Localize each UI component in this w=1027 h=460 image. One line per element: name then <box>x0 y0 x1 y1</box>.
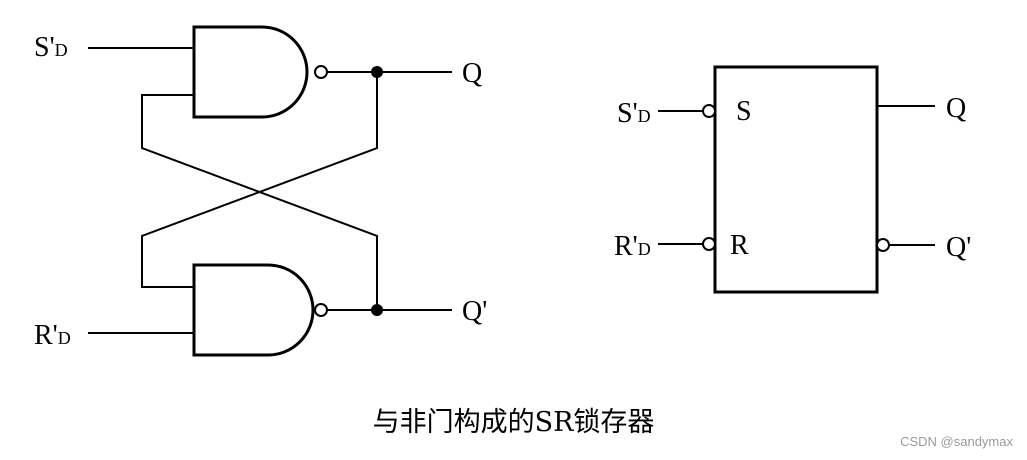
lower-gate-inversion-bubble <box>314 303 328 317</box>
symbol-reset-inversion-bubble <box>702 237 716 251</box>
symbol-q-bar-output-label: Q' <box>946 232 971 263</box>
q-bar-output-label: Q' <box>462 296 487 327</box>
symbol-reset-input-label: R'D <box>614 231 651 262</box>
lower-nand-gate <box>192 263 315 357</box>
upper-nand-gate <box>192 25 309 119</box>
symbol-pin-r-label: R <box>730 230 749 261</box>
q-bar-junction-dot <box>371 304 383 316</box>
diagram-caption: 与非门构成的SR锁存器 <box>372 407 655 438</box>
upper-gate-inversion-bubble <box>314 65 328 79</box>
symbol-set-inversion-bubble <box>702 104 716 118</box>
nand-latch-circuit: S'D R'D Q Q' <box>34 25 487 357</box>
symbol-pin-s-label: S <box>736 96 752 127</box>
reset-input-label: R'D <box>34 320 71 351</box>
sr-latch-symbol: S'D R'D S R Q Q' <box>614 65 971 294</box>
sr-latch-box <box>713 65 879 294</box>
feedback-q-to-lower-gate <box>141 72 378 288</box>
symbol-set-input-label: S'D <box>617 98 651 129</box>
source-watermark: CSDN @sandymax <box>900 434 1013 449</box>
symbol-q-bar-inversion-bubble <box>876 238 890 252</box>
q-junction-dot <box>371 66 383 78</box>
q-output-label: Q <box>462 58 482 89</box>
set-input-label: S'D <box>34 32 68 63</box>
feedback-q-bar-to-upper-gate <box>141 94 378 310</box>
sr-latch-diagram: S'D R'D Q Q' S'D R'D S R Q Q' <box>34 25 971 357</box>
symbol-q-output-label: Q <box>946 93 966 124</box>
